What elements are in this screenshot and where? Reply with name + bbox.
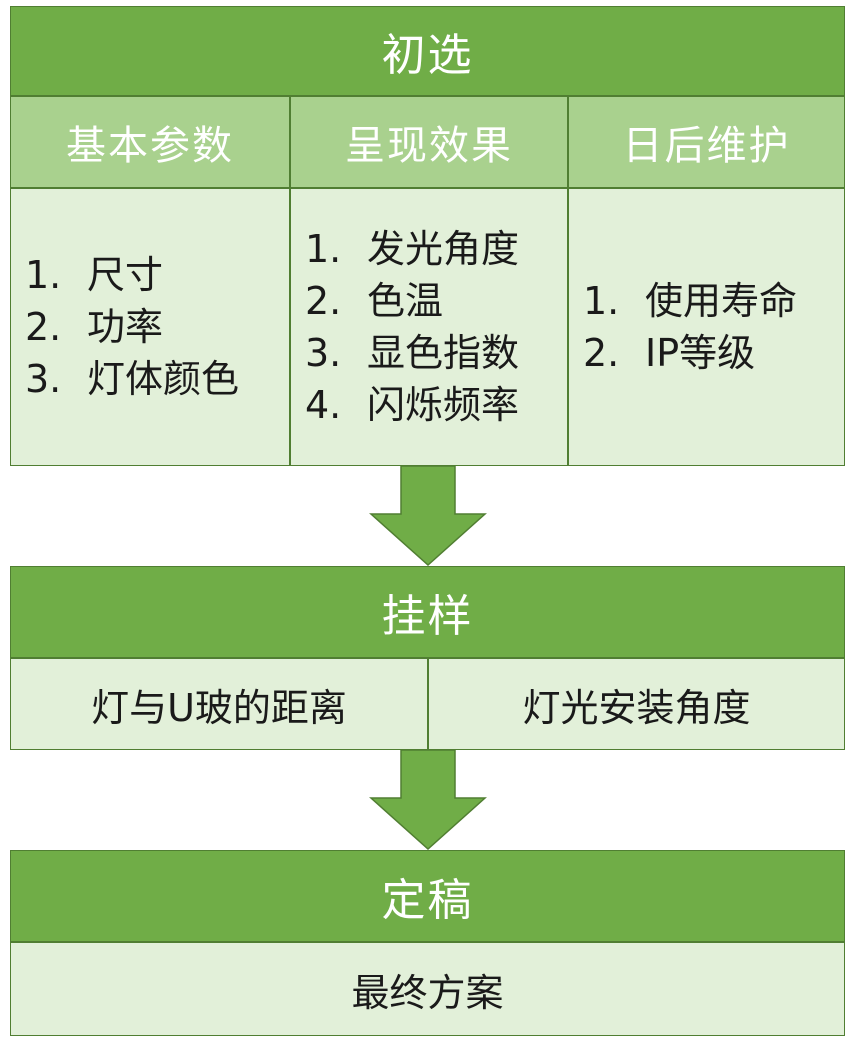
column-body-basic-params: 1. 尺寸 2. 功率 3. 灯体颜色 (10, 188, 290, 466)
column-title: 呈现效果 (345, 123, 513, 169)
stage3-title: 定稿 (381, 875, 474, 926)
list-item: 1. 发光角度 (305, 223, 519, 275)
stage2-header: 挂样 (10, 566, 845, 658)
list-item: 3. 灯体颜色 (25, 353, 239, 405)
item-text: IP等级 (645, 331, 756, 375)
list-item: 3. 显色指数 (305, 327, 519, 379)
item-text: 发光角度 (367, 227, 520, 271)
column-header-maintenance: 日后维护 (568, 96, 845, 188)
item-text: 灯体颜色 (87, 357, 240, 401)
item-number: 1. (583, 279, 620, 323)
cell-text: 最终方案 (351, 970, 504, 1015)
list-item: 2. IP等级 (583, 327, 797, 379)
item-list: 1. 尺寸 2. 功率 3. 灯体颜色 (25, 249, 239, 405)
item-number: 3. (25, 357, 62, 401)
item-number: 3. (305, 331, 342, 375)
item-text: 尺寸 (87, 253, 164, 297)
cell-text: 灯光安装角度 (522, 685, 751, 730)
column-title: 日后维护 (622, 123, 791, 169)
down-arrow-icon (369, 750, 487, 850)
column-body-visual-effect: 1. 发光角度 2. 色温 3. 显色指数 4. 闪烁频率 (290, 188, 568, 466)
item-text: 闪烁频率 (367, 383, 520, 427)
stage1-title: 初选 (381, 30, 474, 81)
list-item: 1. 尺寸 (25, 249, 239, 301)
stage2-title: 挂样 (381, 591, 474, 642)
column-header-visual-effect: 呈现效果 (290, 96, 568, 188)
column-body-maintenance: 1. 使用寿命 2. IP等级 (568, 188, 845, 466)
item-text: 使用寿命 (645, 279, 798, 323)
item-number: 2. (25, 305, 62, 349)
column-title: 基本参数 (66, 123, 234, 169)
item-list: 1. 发光角度 2. 色温 3. 显色指数 4. 闪烁频率 (305, 223, 519, 431)
item-text: 色温 (367, 279, 444, 323)
item-number: 2. (583, 331, 620, 375)
stage3-cell-final: 最终方案 (10, 942, 845, 1036)
column-header-basic-params: 基本参数 (10, 96, 290, 188)
list-item: 2. 色温 (305, 275, 519, 327)
cell-text: 灯与U玻的距离 (91, 685, 347, 730)
down-arrow-icon (369, 466, 487, 566)
stage2-cell-distance: 灯与U玻的距离 (10, 658, 428, 750)
item-text: 显色指数 (367, 331, 520, 375)
list-item: 1. 使用寿命 (583, 275, 797, 327)
list-item: 2. 功率 (25, 301, 239, 353)
stage3-header: 定稿 (10, 850, 845, 942)
stage1-header: 初选 (10, 6, 845, 96)
item-text: 功率 (87, 305, 164, 349)
stage2-cell-angle: 灯光安装角度 (428, 658, 845, 750)
item-number: 1. (25, 253, 62, 297)
list-item: 4. 闪烁频率 (305, 379, 519, 431)
item-number: 1. (305, 227, 342, 271)
item-number: 2. (305, 279, 342, 323)
item-number: 4. (305, 383, 342, 427)
item-list: 1. 使用寿命 2. IP等级 (583, 275, 797, 379)
